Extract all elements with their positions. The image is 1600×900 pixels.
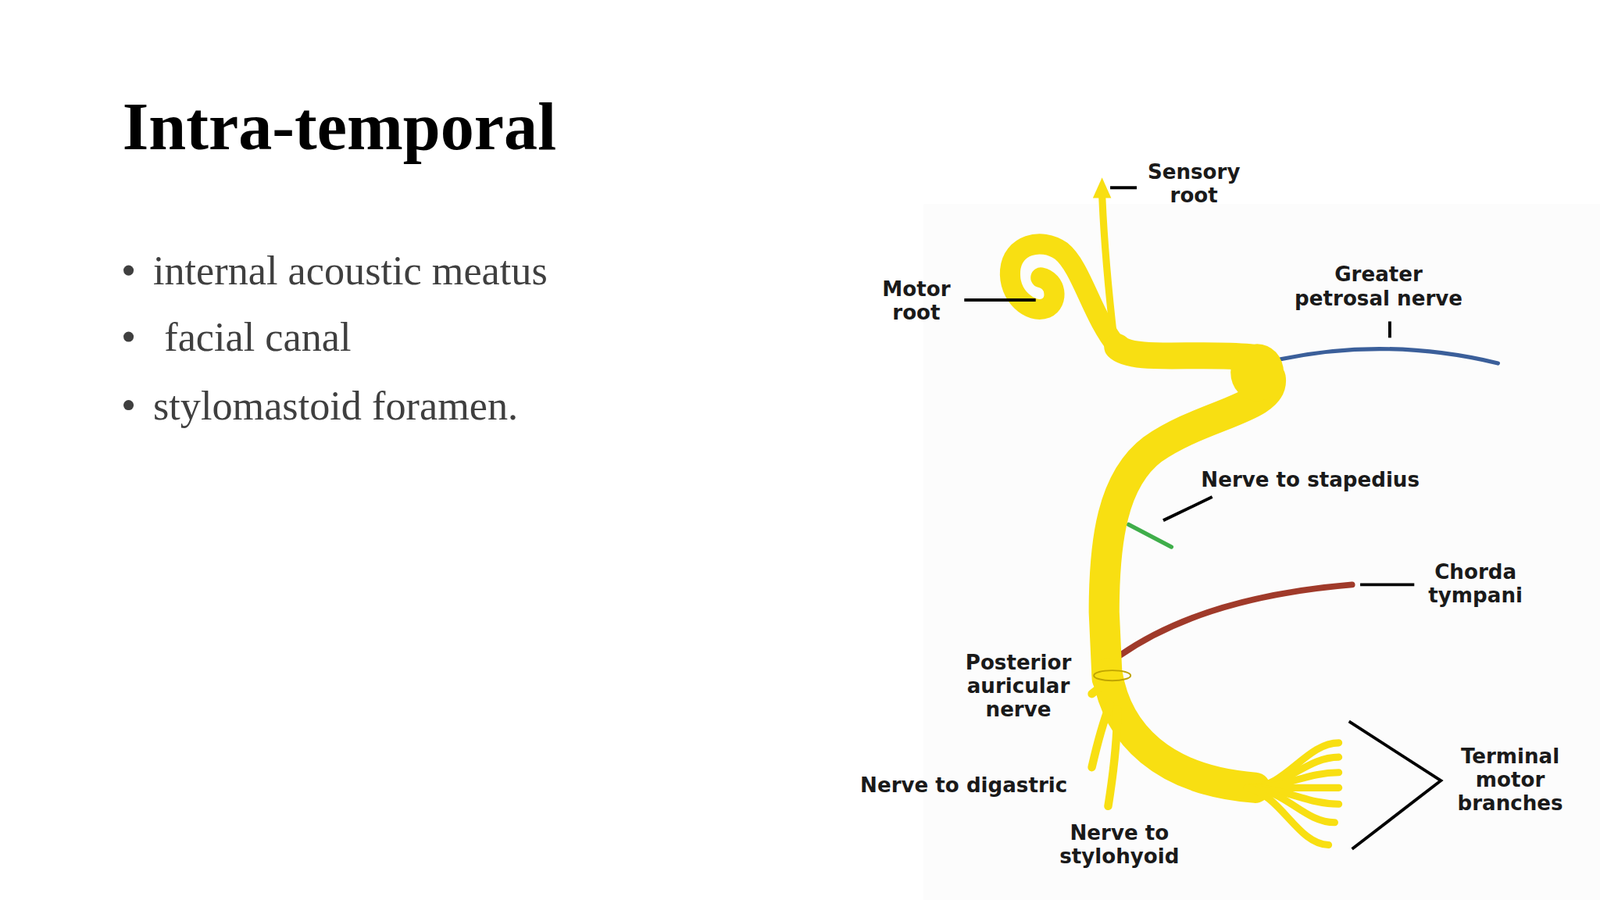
- nerve-label: Posterior auricular nerve: [952, 650, 1086, 722]
- nerve-label: Nerve to digastric: [860, 773, 1068, 797]
- digastric-branch: [1092, 703, 1111, 768]
- leader-line: [1360, 582, 1415, 586]
- foramen-ring: [1093, 670, 1131, 681]
- leader-line: [964, 298, 1036, 302]
- leader-line: [1110, 185, 1137, 190]
- bullet-item: internal acoustic meatus: [153, 247, 548, 295]
- bullet-markers: [123, 265, 134, 411]
- nerve-trunk: [1107, 673, 1255, 788]
- posterior-auricular-branch: [1092, 681, 1108, 694]
- nerve-label: Nerve to stylohyoid: [1047, 821, 1191, 868]
- nerve-label: Chorda tympani: [1414, 560, 1537, 608]
- nerve-trunk: [1103, 377, 1271, 679]
- nerve-label: Greater petrosal nerve: [1289, 263, 1468, 311]
- nerve-label: Motor root: [870, 277, 963, 325]
- bullet-dot: [123, 400, 134, 411]
- facial-nerve: [1010, 193, 1340, 845]
- slide-title: Intra-temporal: [122, 89, 557, 165]
- nerve-label: Nerve to stapedius: [1200, 468, 1420, 493]
- geniculate-ganglion: [1230, 343, 1284, 401]
- bullet-dot: [123, 331, 134, 342]
- terminal-branch: [1246, 787, 1329, 845]
- leader-line: [1388, 321, 1392, 338]
- bracket: [1349, 721, 1442, 849]
- bullet-dot: [123, 265, 134, 276]
- stapedius-branch: [1128, 524, 1172, 547]
- bullet-item: stylomastoid foramen.: [153, 382, 518, 430]
- motor-root: [1010, 243, 1118, 347]
- terminal-branch: [1250, 757, 1340, 788]
- nerve-trunk: [1117, 346, 1250, 358]
- chorda-tympani-branch: [1120, 584, 1352, 655]
- nerve-label: Sensory root: [1137, 160, 1250, 208]
- bullet-item: facial canal: [164, 314, 351, 361]
- leader-line: [1163, 496, 1213, 521]
- sensory-root-tip: [1092, 177, 1112, 198]
- stylohyoid-branch: [1107, 709, 1118, 807]
- nerve-branches: [1120, 349, 1498, 656]
- terminal-branch: [1250, 742, 1340, 788]
- nerve-label: Terminal motor branches: [1446, 744, 1574, 815]
- greater-petrosal-branch: [1280, 349, 1498, 364]
